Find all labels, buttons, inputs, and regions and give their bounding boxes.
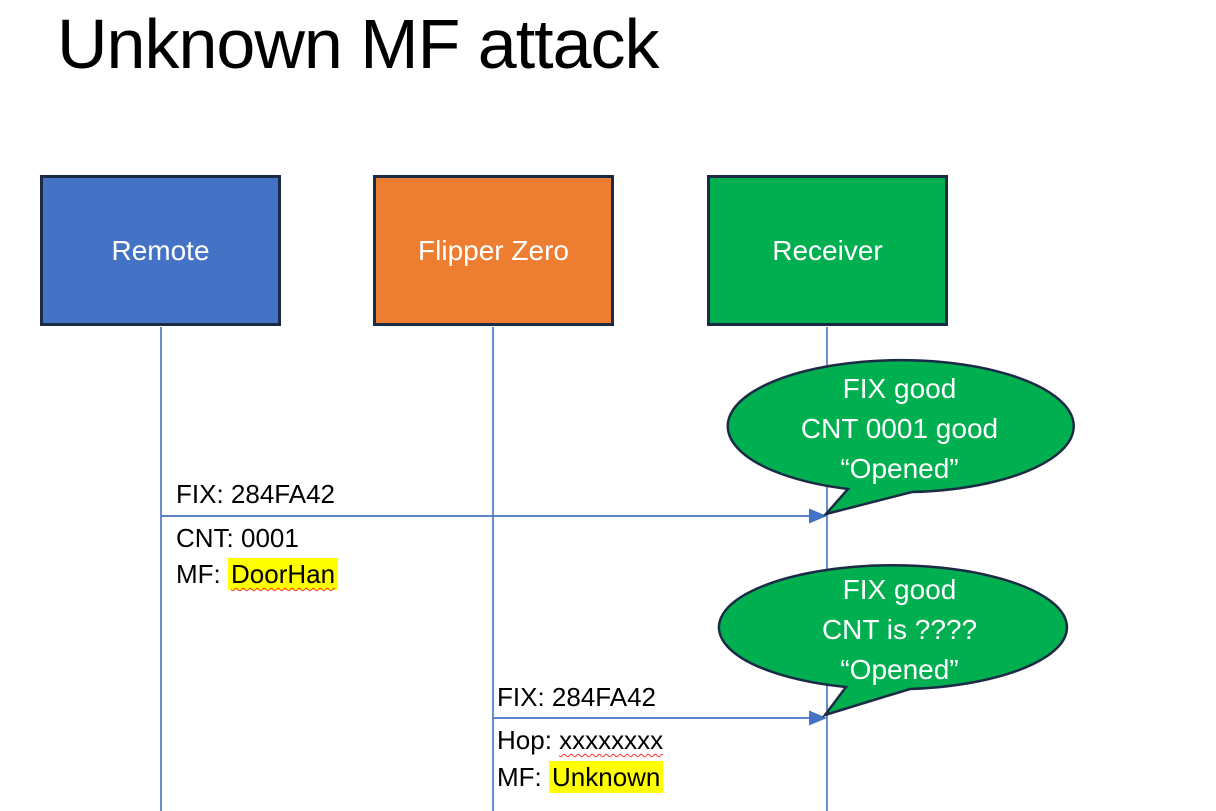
speech-bubble-2 bbox=[717, 564, 1069, 718]
actor-label-flipper-zero: Flipper Zero bbox=[418, 234, 569, 266]
speech-bubble-1 bbox=[726, 358, 1075, 517]
bubble-1-line-1: FIX good bbox=[842, 373, 957, 404]
actor-box-receiver: Receiver bbox=[707, 175, 948, 326]
message-1-mf-prefix: MF: bbox=[176, 559, 228, 589]
message-2-hop-value: xxxxxxxx bbox=[559, 725, 664, 755]
message-2-label-hop: Hop: xxxxxxxx bbox=[497, 724, 663, 756]
bubble-2-line-1: FIX good bbox=[842, 574, 957, 605]
message-1-label-cnt: CNT: 0001 bbox=[176, 523, 299, 553]
message-1-label-mf: MF: DoorHan bbox=[176, 558, 339, 590]
page-title: Unknown MF attack bbox=[57, 5, 660, 83]
message-2-mf-value-highlighted: Unknown bbox=[549, 761, 664, 793]
speech-bubble-1-text: FIX good CNT 0001 good “Opened” bbox=[727, 367, 1072, 491]
speech-bubble-2-text: FIX good CNT is ???? “Opened” bbox=[727, 568, 1072, 692]
message-1-label-fix: FIX: 284FA42 bbox=[176, 479, 335, 509]
bubble-1-line-3: “Opened” bbox=[840, 453, 959, 484]
message-1-arrowhead-icon bbox=[809, 508, 827, 524]
actor-label-receiver: Receiver bbox=[772, 234, 883, 266]
message-2-arrowhead-icon bbox=[809, 710, 827, 726]
message-2-label-mf: MF: Unknown bbox=[497, 761, 664, 793]
actor-box-flipper-zero: Flipper Zero bbox=[373, 175, 614, 326]
message-2-label-fix: FIX: 284FA42 bbox=[497, 682, 656, 712]
bubble-2-line-2: CNT is ???? bbox=[821, 614, 978, 645]
actor-label-remote: Remote bbox=[111, 234, 210, 266]
bubble-1-line-2: CNT 0001 good bbox=[800, 413, 999, 444]
message-2-hop-prefix: Hop: bbox=[497, 725, 560, 755]
message-1-mf-value-highlighted: DoorHan bbox=[228, 558, 339, 590]
actor-box-remote: Remote bbox=[40, 175, 281, 326]
message-2-mf-prefix: MF: bbox=[497, 762, 549, 792]
bubble-2-line-3: “Opened” bbox=[840, 654, 959, 685]
